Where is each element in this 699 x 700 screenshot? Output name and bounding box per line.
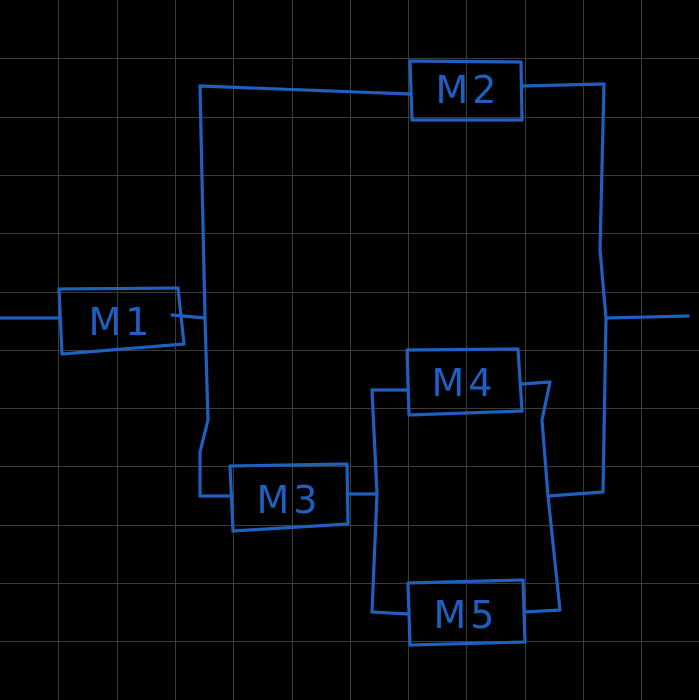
- m2-box: [408, 59, 524, 122]
- m2-label: M2: [436, 68, 501, 112]
- lower-left-branch-wire: [198, 316, 234, 498]
- connection-wires: [0, 82, 690, 616]
- m3-block: M3: [228, 462, 350, 533]
- wire-merge-to-right-bus: [546, 490, 605, 498]
- m2-block: M2: [408, 59, 524, 122]
- parallel-split-wire: [370, 388, 410, 616]
- m4-block: M4: [405, 347, 524, 417]
- wire-m1-to-junction: [170, 313, 207, 320]
- upper-left-branch-wire: [198, 84, 412, 320]
- m3-label: M3: [257, 478, 322, 522]
- m4-label: M4: [432, 361, 497, 405]
- m1-block: M1: [57, 286, 186, 356]
- m5-block: M5: [406, 578, 527, 647]
- m5-label: M5: [434, 593, 499, 637]
- m5-box: [406, 578, 527, 647]
- m4-box: [405, 347, 524, 417]
- output-wire: [604, 314, 690, 320]
- m1-box: [57, 286, 186, 356]
- m3-box: [228, 462, 350, 533]
- m1-label: M1: [89, 300, 154, 344]
- wire-m2-to-right-bus: [520, 82, 606, 88]
- right-bus-wire: [598, 82, 608, 494]
- parallel-merge-wire: [519, 380, 562, 614]
